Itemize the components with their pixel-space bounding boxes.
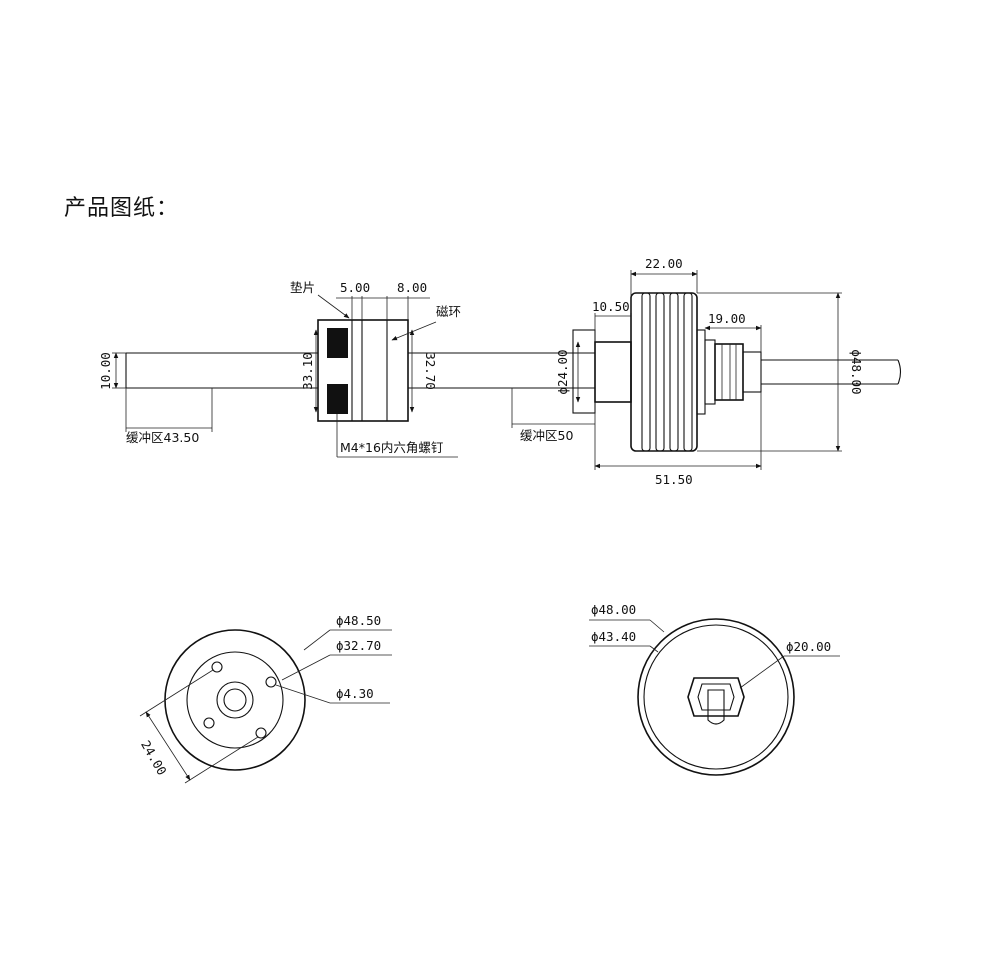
front-view-magnetic-ring: ϕ48.50 ϕ32.70 ϕ4.30 24.00	[138, 613, 392, 784]
dim-ring-diameters: 33.10 32.70	[300, 329, 438, 413]
screw-label: M4*16内六角螺钉	[340, 440, 444, 455]
magnetic-ring-label: 磁环	[436, 304, 461, 319]
rod	[125, 352, 573, 389]
buffer-left-label: 缓冲区43.50	[126, 430, 199, 445]
dim-shaft-diameter: 10.00	[98, 352, 126, 390]
dia-32-value: 32.70	[423, 352, 438, 390]
dim-body-diameter: ϕ48.00	[697, 292, 864, 452]
buffer-right-label: 缓冲区50	[520, 428, 573, 443]
magnetic-ring-assembly	[317, 319, 409, 422]
screw-head-top	[327, 328, 348, 358]
dia-33-value: 33.10	[300, 352, 315, 390]
front-right-outer-diameter: ϕ48.00	[591, 602, 636, 617]
nut-width-value: 19.00	[708, 311, 746, 326]
shaft-diameter-value: 10.00	[98, 352, 113, 390]
dim-total-length: 51.50	[594, 392, 762, 487]
total-length-value: 51.50	[655, 472, 693, 487]
front-left-outer-diameter: ϕ48.50	[336, 613, 381, 628]
dim-flange-diameter: ϕ24.00	[555, 341, 581, 403]
flange-width-value: 10.50	[592, 299, 630, 314]
front-left-hole-diameter: ϕ4.30	[336, 686, 374, 701]
dia-48-value: ϕ48.00	[849, 349, 864, 394]
front-right-center-diameter: ϕ20.00	[786, 639, 831, 654]
screw-callout: M4*16内六角螺钉	[336, 414, 458, 458]
side-view: 10.00 缓冲区43.50 5.00 8.00 垫片 磁环 33.10	[98, 256, 902, 487]
front-view-sensor: ϕ48.00 ϕ43.40 ϕ20.00	[589, 602, 840, 776]
front-left-hole-spacing: 24.00	[138, 738, 170, 778]
dim-buffer-right: 缓冲区50	[511, 388, 596, 470]
screw-head-bottom	[327, 384, 348, 414]
body-width-value: 22.00	[645, 256, 683, 271]
dim-flange: 10.50	[592, 293, 632, 342]
page-title: 产品图纸：	[64, 196, 180, 221]
dim-buffer-left: 缓冲区43.50	[125, 388, 213, 445]
front-right-inner-diameter: ϕ43.40	[591, 629, 636, 644]
dim-washer-ring: 5.00 8.00 垫片 磁环	[290, 280, 461, 341]
dim-body-width: 22.00	[630, 256, 698, 293]
washer-width-value: 5.00	[340, 280, 370, 295]
dim-nut: 19.00	[704, 311, 762, 352]
dia-24-value: ϕ24.00	[555, 349, 570, 394]
ring-width-value: 8.00	[397, 280, 427, 295]
washer-label: 垫片	[290, 280, 315, 295]
front-left-inner-diameter: ϕ32.70	[336, 638, 381, 653]
